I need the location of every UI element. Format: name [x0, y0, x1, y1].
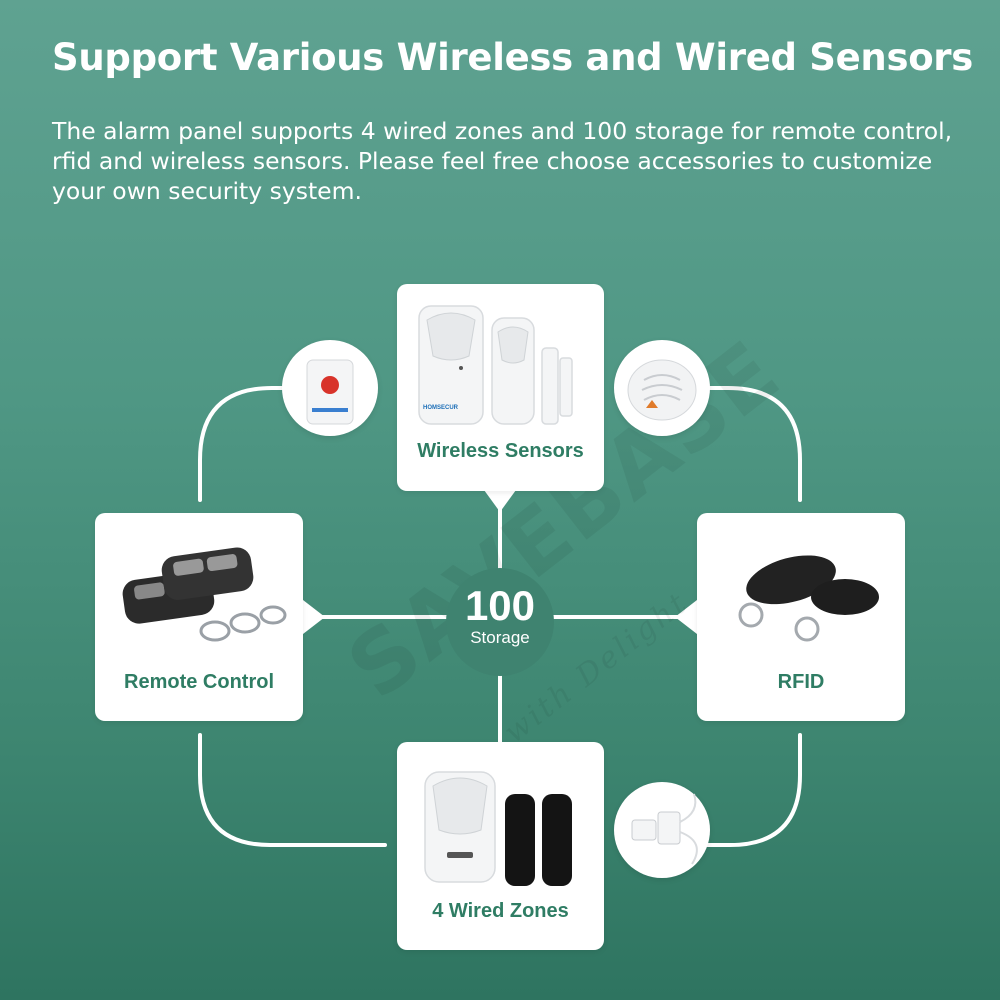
card-wired-zones: 4 Wired Zones: [397, 742, 604, 950]
card-rfid: RFID: [697, 513, 905, 721]
wireless-sensors-icon: HOMSECUR: [418, 305, 573, 425]
siren-circle: [614, 340, 710, 436]
card-remote-control: Remote Control: [95, 513, 303, 721]
page-title: Support Various Wireless and Wired Senso…: [52, 36, 973, 79]
pointer-wireless: [484, 490, 516, 512]
panic-button-circle: [282, 340, 378, 436]
storage-hub: 100 Storage: [446, 568, 554, 676]
remote-control-label: Remote Control: [124, 671, 274, 693]
loop-bottom-left: [198, 733, 387, 847]
wired-zones-label: 4 Wired Zones: [432, 900, 569, 922]
loop-top-left: [198, 386, 302, 502]
rfid-tags-icon: [738, 555, 879, 642]
storage-label: Storage: [470, 628, 530, 647]
remote-control-icon: [122, 547, 287, 642]
pointer-remote: [303, 600, 325, 634]
rfid-label: RFID: [777, 671, 825, 693]
panic-button-icon: [306, 359, 354, 425]
wired-door-contact-circle: [614, 782, 710, 878]
siren-icon: [627, 359, 697, 421]
page-description: The alarm panel supports 4 wired zones a…: [52, 117, 953, 205]
door-contact-icon: [631, 793, 698, 865]
loop-top-right: [698, 386, 802, 502]
brand-text: HOMSECUR: [423, 405, 459, 411]
loop-bottom-right: [703, 733, 802, 847]
wired-detectors-icon: [424, 771, 572, 886]
storage-count: 100: [464, 582, 536, 629]
pointer-rfid: [675, 600, 697, 634]
wireless-sensors-label: Wireless Sensors: [417, 440, 584, 462]
card-wireless-sensors: HOMSECUR Wireless Sensors: [397, 284, 604, 491]
